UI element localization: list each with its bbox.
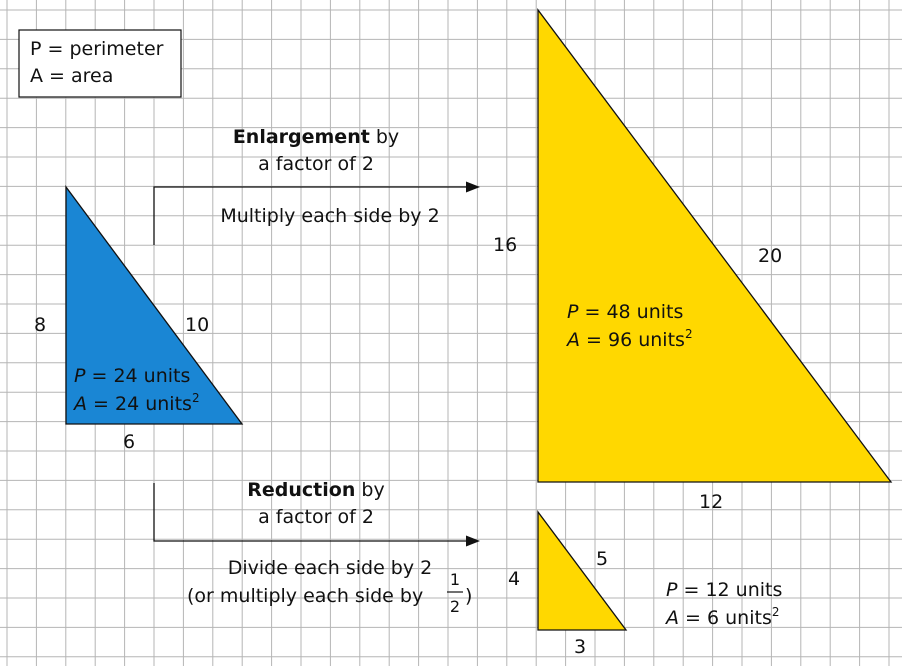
fraction-numerator: 1 [450,570,460,589]
enlargement-arrow-line [153,186,466,245]
reduction-annotation: Reduction by a factor of 2 Divide each s… [153,479,480,616]
reduced-perimeter-text: P = 12 units [666,579,782,601]
original-side-vertical-label: 8 [34,314,46,336]
legend-perimeter-text: P = perimeter [30,38,164,60]
original-side-hypotenuse-label: 10 [185,314,209,336]
legend-area-text: A = area [30,65,113,87]
reduced-side-base-label: 3 [574,636,586,658]
legend-box: P = perimeter A = area [18,29,182,98]
enlarged-side-vertical-label: 16 [493,234,517,256]
reduced-area-text: A = 6 units2 [664,605,779,629]
reduced-triangle-shape [537,510,628,631]
reduced-side-hypotenuse-label: 5 [596,548,608,570]
fraction-denominator: 2 [450,597,460,616]
enlargement-heading: Enlargement by [233,126,399,148]
legend-frame [18,29,182,98]
original-triangle: 8 10 6 P = 24 units A = 24 units2 [34,185,244,453]
reduction-heading: Reduction by [247,479,384,501]
enlargement-instruction-text: Multiply each side by 2 [220,205,439,227]
enlarged-triangle-shape [537,8,893,483]
reduced-triangle: 4 5 3 P = 12 units A = 6 units2 [508,510,782,658]
enlarged-side-base-label: 12 [699,491,723,513]
original-side-base-label: 6 [123,431,135,453]
original-area-text: A = 24 units2 [72,391,200,415]
enlarged-perimeter-text: P = 48 units [567,301,683,323]
enlarged-area-text: A = 96 units2 [565,327,693,351]
reduction-factor-text: a factor of 2 [258,506,374,528]
reduction-alt-instruction-text: (or multiply each side by [187,585,423,607]
reduction-alt-close-paren: ) [465,585,472,607]
original-triangle-shape [65,185,244,425]
reduction-arrow-line [153,483,466,542]
reduced-side-vertical-label: 4 [508,568,520,590]
enlarged-triangle: 16 20 12 P = 48 units A = 96 units2 [493,8,893,513]
enlargement-factor-text: a factor of 2 [258,153,374,175]
enlarged-side-hypotenuse-label: 20 [758,245,782,267]
original-perimeter-text: P = 24 units [74,365,190,387]
enlargement-arrowhead [466,181,480,193]
enlargement-annotation: Enlargement by a factor of 2 Multiply ea… [153,126,480,245]
reduction-arrowhead [466,535,480,547]
reduction-instruction-text: Divide each side by 2 [228,557,432,579]
